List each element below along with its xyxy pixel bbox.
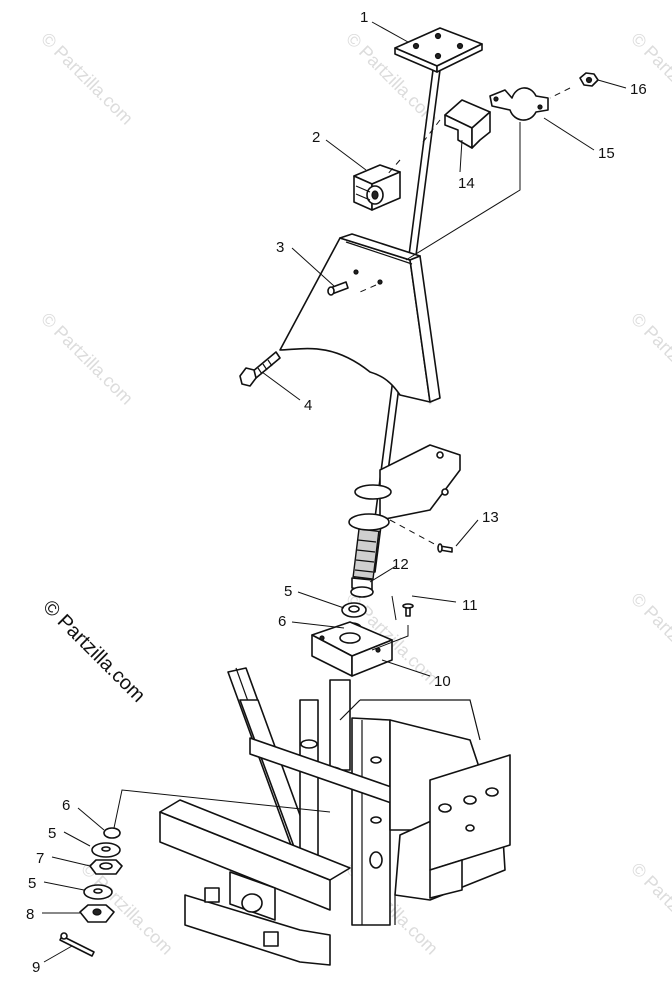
watermark-text: © Partzilla.com: [627, 309, 672, 409]
lower-hardware-stack: [59, 827, 123, 957]
callout-15: 15: [598, 145, 615, 162]
watermark-text: © Partzilla.com: [37, 309, 137, 409]
shaft-support-bracket: [348, 444, 461, 531]
watermark-text: © Partzilla.com: [627, 589, 672, 689]
callout-11: 11: [462, 597, 478, 614]
callout-5-upper: 5: [284, 583, 292, 600]
lower-coupler: [350, 577, 374, 598]
mounting-bolt: [239, 351, 281, 387]
callout-8: 8: [26, 906, 34, 923]
callout-4: 4: [304, 397, 312, 414]
callout-6-lower: 6: [62, 797, 70, 814]
leader-lines: [42, 21, 627, 963]
callout-5-lower-b: 5: [28, 875, 36, 892]
callout-1: 1: [360, 9, 368, 26]
callout-10: 10: [434, 673, 451, 690]
watermark-text: © Partzilla.com: [627, 859, 672, 959]
handlebar-mount-plate: [394, 27, 483, 73]
watermark-text: © Partzilla.com: [37, 29, 137, 129]
callout-7: 7: [36, 850, 44, 867]
handlebar-block: [353, 164, 401, 211]
callout-6-upper: 6: [278, 613, 286, 630]
callout-12: 12: [392, 556, 409, 573]
dashed-guide-lines: [359, 87, 571, 547]
callout-14: 14: [458, 175, 475, 192]
small-bolt: [327, 281, 349, 296]
steering-shield: [279, 233, 441, 403]
washer-upper: [341, 602, 367, 618]
callout-16: 16: [630, 81, 647, 98]
callout-9: 9: [32, 959, 40, 976]
watermark-text: © Partzilla.com: [627, 29, 672, 129]
callout-5-lower-a: 5: [48, 825, 56, 842]
shaft-clamp: [489, 87, 549, 121]
watermark-main: © Partzilla.com: [38, 596, 149, 707]
lower-bearing-bracket: [311, 621, 393, 677]
frame-assembly: [159, 667, 511, 966]
top-nut: [579, 72, 599, 87]
callout-13: 13: [482, 509, 499, 526]
callout-labels: 1 2 3 4 5 6 10 11 12 13 14 15 16 6 5 7 5…: [26, 9, 647, 976]
bracket-fasteners: [402, 543, 453, 617]
callout-2: 2: [312, 129, 320, 146]
saddle-bracket: [444, 99, 491, 149]
callout-3: 3: [276, 239, 284, 256]
